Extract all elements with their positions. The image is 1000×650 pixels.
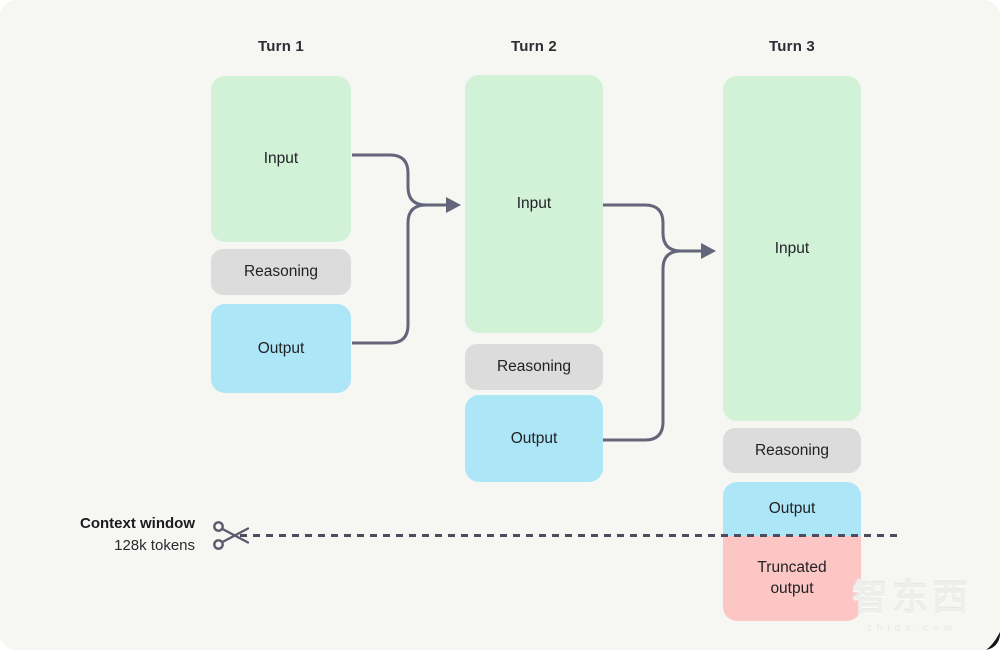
turn-3-truncated-output-label: Truncated output xyxy=(757,558,827,597)
arrowhead-turn2-icon xyxy=(446,197,461,213)
turn-3-reasoning-box: Reasoning xyxy=(723,428,861,473)
turn-3-reasoning-label: Reasoning xyxy=(754,441,830,459)
turn-1-input-box: Input xyxy=(211,76,351,242)
arrow-turn1-to-turn2 xyxy=(352,153,446,345)
turn-1-output-label: Output xyxy=(257,339,305,357)
turn-2-output-label: Output xyxy=(510,429,558,447)
turn-3-title: Turn 3 xyxy=(769,38,815,55)
turn-1-reasoning-label: Reasoning xyxy=(243,263,319,280)
turn-1-output-box: Output xyxy=(211,304,351,393)
turn-2-output-box: Output xyxy=(465,395,603,482)
watermark-site: zhidx.com xyxy=(866,623,957,634)
turn-1-title: Turn 1 xyxy=(258,38,304,55)
arrowhead-turn3-icon xyxy=(701,243,716,259)
cursor-icon xyxy=(986,632,1000,650)
turn-3-output-box: Output xyxy=(723,482,861,536)
turn-1-reasoning-box: Reasoning xyxy=(211,249,351,295)
turn-1-input-label: Input xyxy=(263,150,299,167)
turn-2-input-box: Input xyxy=(465,75,603,333)
context-window-label: Context window 128k tokens xyxy=(80,513,195,557)
turn-2-reasoning-box: Reasoning xyxy=(465,344,603,390)
watermark: 智东西 zhidx.com xyxy=(852,569,972,634)
scissors-icon xyxy=(213,521,250,550)
turn-3-input-box: Input xyxy=(723,76,861,421)
turn-2-title: Turn 2 xyxy=(511,38,557,55)
context-window-subtitle: 128k tokens xyxy=(114,537,195,554)
turn-3-truncated-output-box: Truncated output xyxy=(723,536,861,621)
turn-3-output-label: Output xyxy=(768,500,816,517)
turn-2-input-label: Input xyxy=(516,195,552,212)
arrow-turn2-to-turn3 xyxy=(603,203,701,442)
context-window-title: Context window xyxy=(80,515,195,532)
watermark-logo: 智东西 xyxy=(851,577,972,618)
turn-2-reasoning-label: Reasoning xyxy=(496,358,572,375)
turn-3-input-label: Input xyxy=(774,239,810,257)
